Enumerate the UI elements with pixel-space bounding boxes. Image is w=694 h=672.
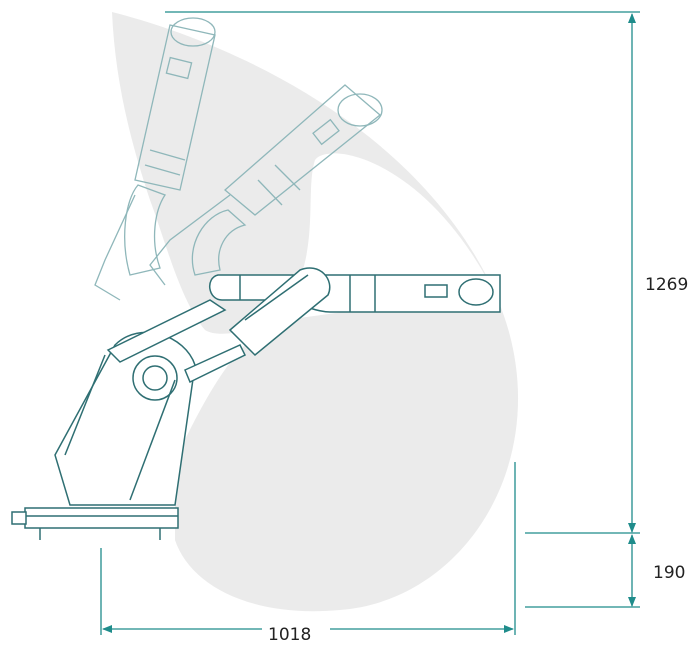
ghost-arm-pose-upright xyxy=(94,17,216,301)
dimension-vertical-reach: 1269 xyxy=(165,11,688,534)
ghost-arm-pose-diagonal xyxy=(149,84,383,286)
dimension-horizontal-reach: 1018 xyxy=(100,462,516,645)
work-envelope xyxy=(112,12,519,612)
forearm-label-plate xyxy=(424,284,448,298)
dimension-label-190: 190 xyxy=(653,563,685,583)
upper-arm xyxy=(228,267,331,357)
wrist-joint xyxy=(458,278,494,306)
dimension-label-1269: 1269 xyxy=(645,275,688,295)
dimension-base-height: 190 xyxy=(525,534,685,608)
robot-arm-main xyxy=(11,267,501,540)
base-plate xyxy=(24,507,179,529)
dimension-label-1018: 1018 xyxy=(268,625,311,645)
